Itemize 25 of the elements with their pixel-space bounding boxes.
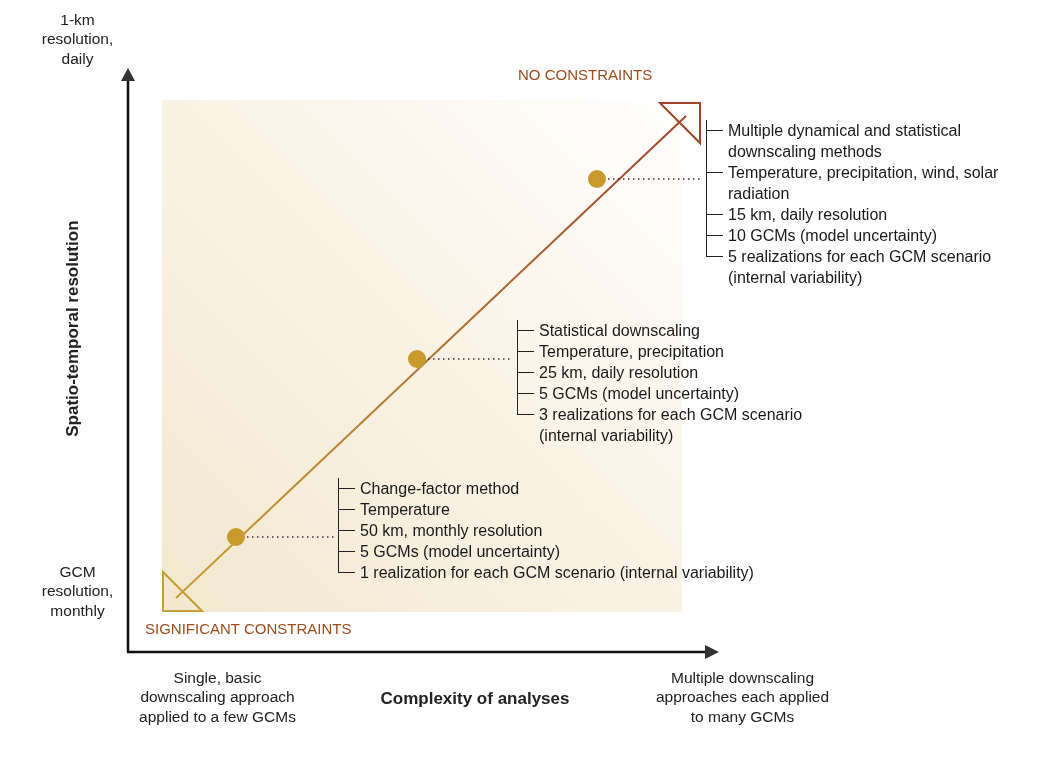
list-item: 5 GCMs (model uncertainty) bbox=[517, 383, 847, 404]
list-item: 5 realizations for each GCM scenario (internal variability) bbox=[706, 246, 1036, 288]
axis-title: Complexity of analyses bbox=[379, 688, 571, 710]
list-item: 25 km, daily resolution bbox=[517, 362, 847, 383]
list-item: Temperature bbox=[338, 499, 858, 520]
constraint-label: NO CONSTRAINTS bbox=[518, 66, 654, 85]
list-item: Change-factor method bbox=[338, 478, 858, 499]
axis-end-label: Single, basic downscaling approach applied to a few GCMs bbox=[138, 668, 297, 727]
list-item: Multiple dynamical and statistical downscaling methods bbox=[706, 120, 1036, 162]
axis-end-label: GCM resolution, monthly bbox=[40, 562, 115, 621]
list-item: 5 GCMs (model uncertainty) bbox=[338, 541, 858, 562]
axis-title: Spatio-temporal resolution bbox=[62, 219, 84, 439]
axis-end-label: Multiple downscaling approaches each applied to many GCMs bbox=[654, 668, 831, 727]
list-item: 3 realizations for each GCM scenario (internal variability) bbox=[517, 404, 847, 446]
list-item: 15 km, daily resolution bbox=[706, 204, 1036, 225]
list-item: Temperature, precipitation bbox=[517, 341, 847, 362]
list-item: 10 GCMs (model uncertainty) bbox=[706, 225, 1036, 246]
list-item: Statistical downscaling bbox=[517, 320, 847, 341]
list-item: 50 km, monthly resolution bbox=[338, 520, 858, 541]
constraint-label: SIGNIFICANT CONSTRAINTS bbox=[145, 620, 353, 639]
list-item: Temperature, precipitation, wind, solar radiation bbox=[706, 162, 1036, 204]
axis-end-label: 1-km resolution, daily bbox=[40, 10, 115, 69]
leader-line bbox=[607, 178, 703, 180]
list-item: 1 realization for each GCM scenario (internal variability) bbox=[338, 562, 858, 583]
leader-line bbox=[246, 536, 335, 538]
